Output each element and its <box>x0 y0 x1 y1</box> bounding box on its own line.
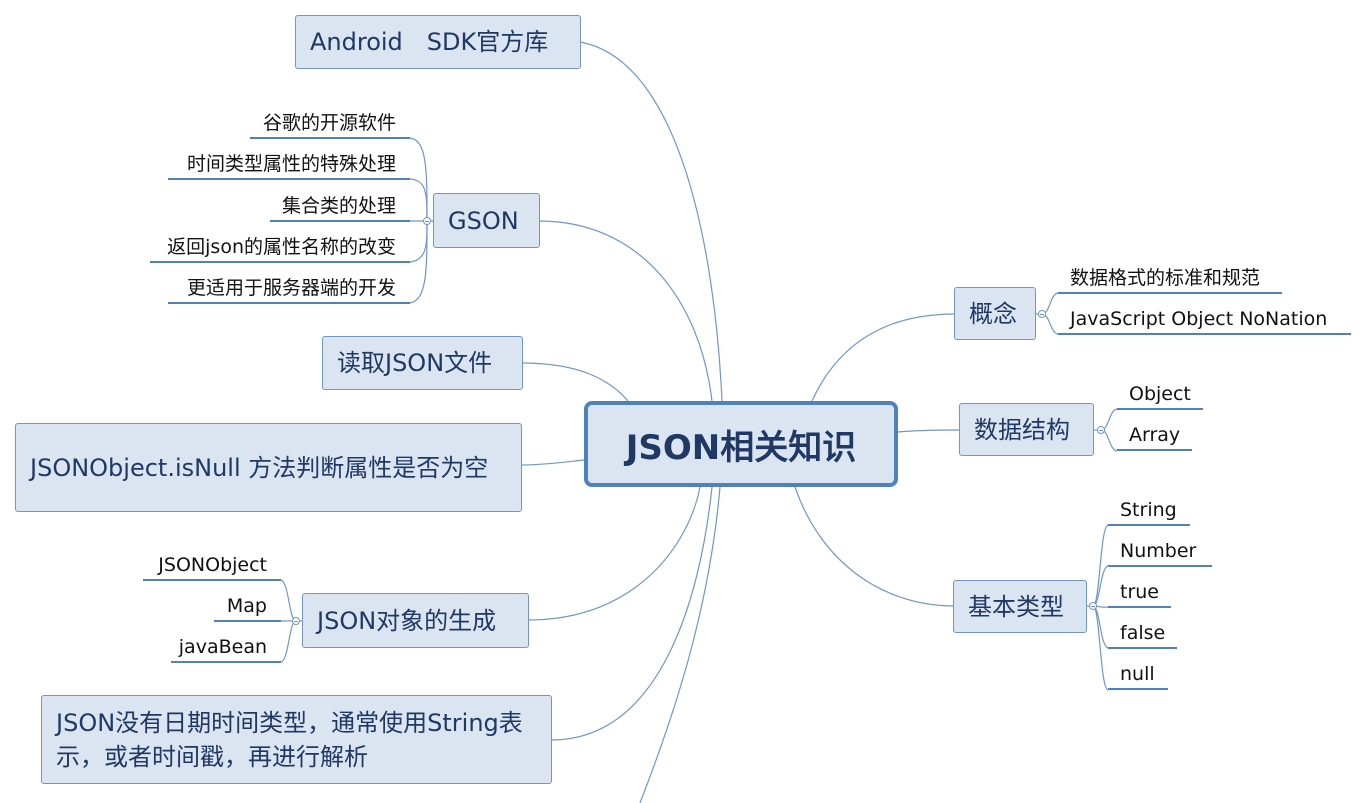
topic-isnull[interactable]: JSONObject.isNull 方法判断属性是否为空 <box>15 423 522 512</box>
topic-data-structure[interactable]: 数据结构 <box>959 403 1094 456</box>
gen-leaf-javabean[interactable]: javaBean <box>171 633 281 663</box>
gson-leaf-field-naming[interactable]: 返回json的属性名称的改变 <box>150 233 410 263</box>
link-concept <box>811 313 956 402</box>
topic-date-time[interactable]: JSON没有日期时间类型，通常使用String表示，或者时间戳，再进行解析 <box>41 695 552 784</box>
root-topic[interactable]: JSON相关知识 <box>584 401 898 487</box>
link-gson <box>538 220 713 402</box>
bt-leaf-false[interactable]: false <box>1108 619 1177 649</box>
link-read-json <box>521 362 629 402</box>
gen-leaf-jsonobject[interactable]: JSONObject <box>143 551 281 581</box>
link-gson-leaf-2 <box>409 178 428 222</box>
link-bt-leaf-5 <box>1092 605 1109 691</box>
link-gen-leaf-3 <box>280 620 297 663</box>
link-basic-types <box>794 486 956 607</box>
link-bt-leaf-1 <box>1092 524 1109 607</box>
gson-leaf-open-source[interactable]: 谷歌的开源软件 <box>250 109 410 139</box>
topic-android-sdk[interactable]: Android SDK官方库 <box>295 15 581 69</box>
ds-leaf-array[interactable]: Array <box>1117 421 1192 451</box>
link-gson-leaf-4 <box>409 220 428 263</box>
link-data-structure <box>897 429 961 433</box>
bt-leaf-null[interactable]: null <box>1108 660 1168 690</box>
bt-leaf-true[interactable]: true <box>1108 578 1171 608</box>
collapse-toggle-icon[interactable] <box>423 217 431 225</box>
link-bt-leaf-2 <box>1092 565 1109 607</box>
link-bt-leaf-4 <box>1092 605 1109 649</box>
link-gson-leaf-5 <box>409 220 428 304</box>
link-gen-leaf-1 <box>280 579 297 622</box>
topic-concept[interactable]: 概念 <box>954 287 1036 340</box>
gen-leaf-map[interactable]: Map <box>214 592 281 622</box>
ds-leaf-object[interactable]: Object <box>1117 380 1203 410</box>
link-json-object-gen <box>527 486 701 621</box>
link-isnull <box>520 459 585 466</box>
bt-leaf-number[interactable]: Number <box>1108 537 1212 567</box>
gson-leaf-server-side[interactable]: 更适用于服务器端的开发 <box>168 274 410 304</box>
topic-gson[interactable]: GSON <box>433 193 540 248</box>
bt-leaf-string[interactable]: String <box>1108 496 1190 526</box>
collapse-toggle-icon[interactable] <box>292 617 300 625</box>
link-offscreen <box>639 486 721 803</box>
link-android-sdk <box>579 41 723 402</box>
concept-leaf-standard[interactable]: 数据格式的标准和规范 <box>1058 264 1282 294</box>
gson-leaf-collections[interactable]: 集合类的处理 <box>270 192 410 222</box>
topic-read-json-file[interactable]: 读取JSON文件 <box>322 336 523 390</box>
gson-leaf-date-handling[interactable]: 时间类型属性的特殊处理 <box>168 150 410 180</box>
collapse-toggle-icon[interactable] <box>1038 310 1046 318</box>
collapse-toggle-icon[interactable] <box>1097 426 1105 434</box>
collapse-toggle-icon[interactable] <box>1089 602 1097 610</box>
concept-leaf-javascript-object-notation[interactable]: JavaScript Object NoNation <box>1058 305 1351 335</box>
link-date-time <box>550 486 713 741</box>
topic-json-object-generation[interactable]: JSON对象的生成 <box>302 593 529 648</box>
topic-basic-types[interactable]: 基本类型 <box>953 580 1087 633</box>
